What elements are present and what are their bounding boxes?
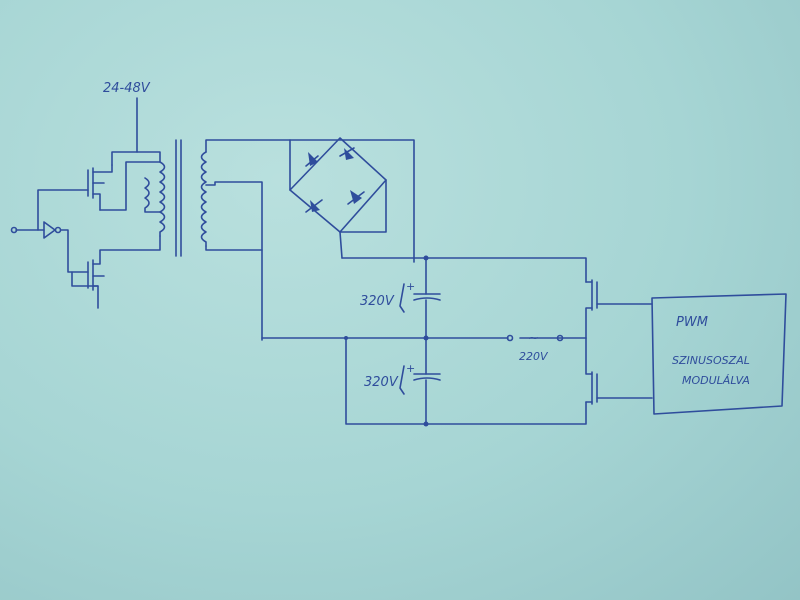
input-voltage-label: 24-48V	[103, 81, 151, 96]
inverter-gate	[37, 221, 89, 273]
diode-1	[305, 152, 319, 167]
ac-symbol: ~	[528, 331, 539, 346]
output-mosfet-bottom	[585, 337, 653, 405]
cap-top-voltage-label: 320V	[360, 294, 395, 309]
pwm-line1: SZINUSOSZAL	[672, 354, 750, 367]
pwm-controller: PWM SZINUSOSZAL MODULÁLVA	[651, 293, 787, 415]
primary-winding	[144, 161, 166, 237]
ac-terminal-right	[556, 334, 564, 342]
transformer	[144, 139, 291, 341]
dc-bus	[261, 255, 587, 427]
output-mosfet-top	[585, 279, 653, 339]
capacitor-bottom: + 320V	[364, 337, 441, 425]
diode-2	[339, 147, 355, 160]
diode-3	[305, 199, 323, 213]
input-stage: 24-48V	[10, 81, 161, 309]
lower-mosfet	[71, 235, 161, 309]
bridge-rectifier	[289, 137, 415, 263]
diode-4	[347, 190, 365, 205]
pwm-line2: MODULÁLVA	[682, 374, 750, 387]
upper-mosfet	[87, 164, 113, 211]
cap-bottom-plus: +	[406, 362, 415, 375]
ac-output: ~ 220V	[506, 331, 564, 363]
ac-terminal-left	[506, 334, 514, 342]
cap-bottom-voltage-label: 320V	[364, 375, 399, 390]
ac-output-label: 220V	[519, 350, 549, 363]
secondary-winding	[200, 139, 291, 341]
transformer-core	[175, 139, 182, 257]
input-terminal	[10, 226, 18, 234]
pwm-title: PWM	[676, 315, 708, 330]
capacitor-top: + 320V	[360, 257, 441, 339]
cap-top-plus: +	[406, 280, 415, 293]
